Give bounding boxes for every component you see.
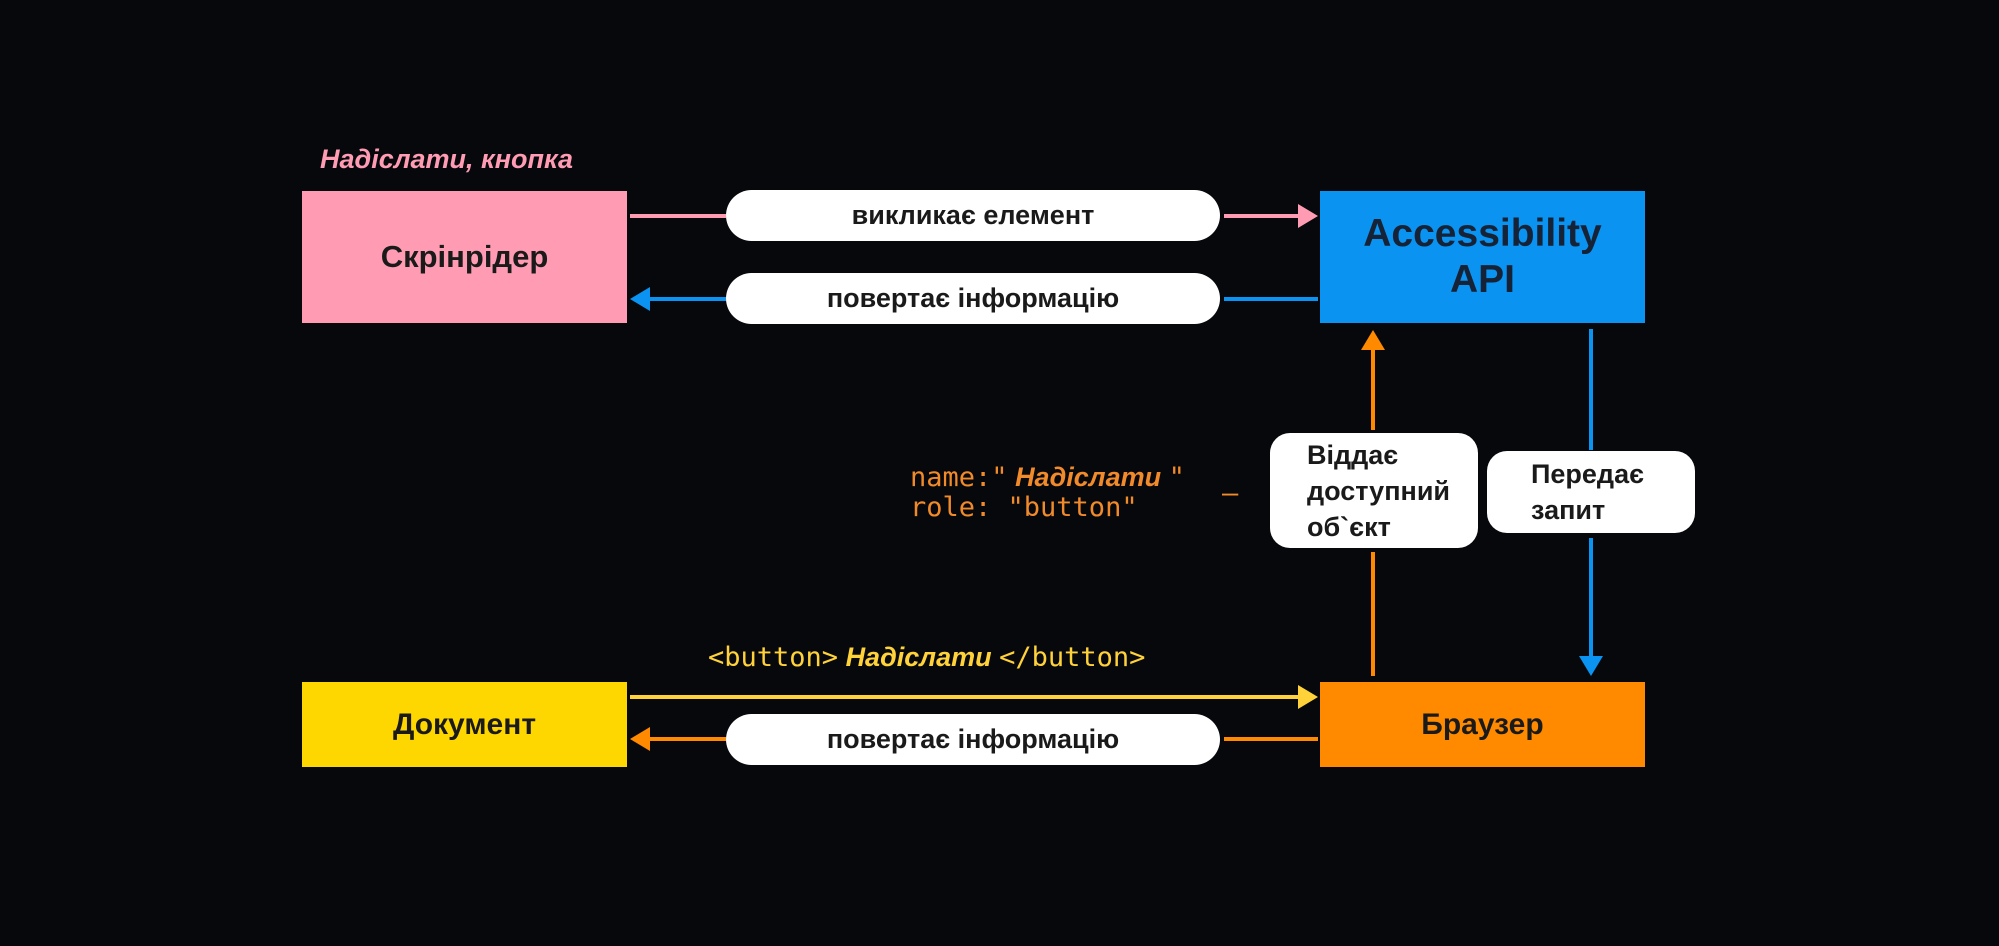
edge-label-gives-object-line1: Віддає <box>1307 439 1399 470</box>
edge-label-returns-info-top: повертає інформацію <box>726 273 1220 324</box>
code-dash: — <box>1222 478 1238 509</box>
arrowhead-document-to-browser <box>1298 685 1318 709</box>
code-name-value: Надіслати <box>1015 462 1162 492</box>
code-name-suffix: " <box>1168 462 1185 493</box>
edge-label-calls-element: викликає елемент <box>726 190 1220 241</box>
arrowhead-returns-info-top <box>630 287 650 311</box>
edge-label-returns-info-top-text: повертає інформацію <box>826 283 1120 313</box>
edge-label-gives-object: Віддає доступний об`єкт <box>1270 433 1478 548</box>
edge-label-gives-object-line3: об`єкт <box>1307 511 1391 542</box>
edge-label-gives-object-line2: доступний <box>1307 475 1451 506</box>
node-screenreader: Скрінрідер <box>302 191 627 323</box>
node-document: Документ <box>302 682 627 767</box>
code-button-close: </button> <box>999 642 1146 673</box>
arrowhead-gives-object <box>1361 330 1385 350</box>
code-role-text: role: "button" <box>910 492 1138 523</box>
screenreader-caption: Надіслати, кнопка <box>320 144 574 174</box>
node-browser-label: Браузер <box>1421 707 1544 741</box>
code-dash-text: — <box>1222 478 1239 509</box>
edge-label-passes-request: Передає запит <box>1487 451 1695 533</box>
edge-label-returns-info-bottom: повертає інформацію <box>726 714 1220 765</box>
node-document-label: Документ <box>392 707 537 741</box>
node-accessibility-api-label-line1: Accessibility <box>1363 212 1602 255</box>
edge-label-calls-element-text: викликає елемент <box>851 200 1095 230</box>
arrowhead-returns-info-bottom <box>630 727 650 751</box>
edge-label-passes-request-line1: Передає <box>1531 459 1644 489</box>
code-name-line: name:" Надіслати " <box>910 462 1185 493</box>
node-accessibility-api-label-line2: API <box>1449 258 1515 301</box>
code-name-prefix: name:" <box>910 462 1008 493</box>
node-screenreader-label: Скрінрідер <box>380 239 549 274</box>
node-accessibility-api: Accessibility API <box>1320 191 1645 323</box>
edge-label-returns-info-bottom-text: повертає інформацію <box>826 724 1120 754</box>
code-role-line: role: "button" <box>910 492 1138 523</box>
code-button-open: <button> <box>708 642 839 673</box>
edge-label-passes-request-line2: запит <box>1531 495 1606 525</box>
edge-label-gives-object-text: Віддає доступний об`єкт <box>1270 437 1450 545</box>
arrowhead-calls-element <box>1298 204 1318 228</box>
edge-label-passes-request-text: Передає запит <box>1487 456 1644 528</box>
arrowhead-passes-request <box>1579 656 1603 676</box>
node-browser: Браузер <box>1320 682 1645 767</box>
code-button-value: Надіслати <box>845 642 992 672</box>
code-button-markup: <button> Надіслати </button> <box>708 642 1145 673</box>
